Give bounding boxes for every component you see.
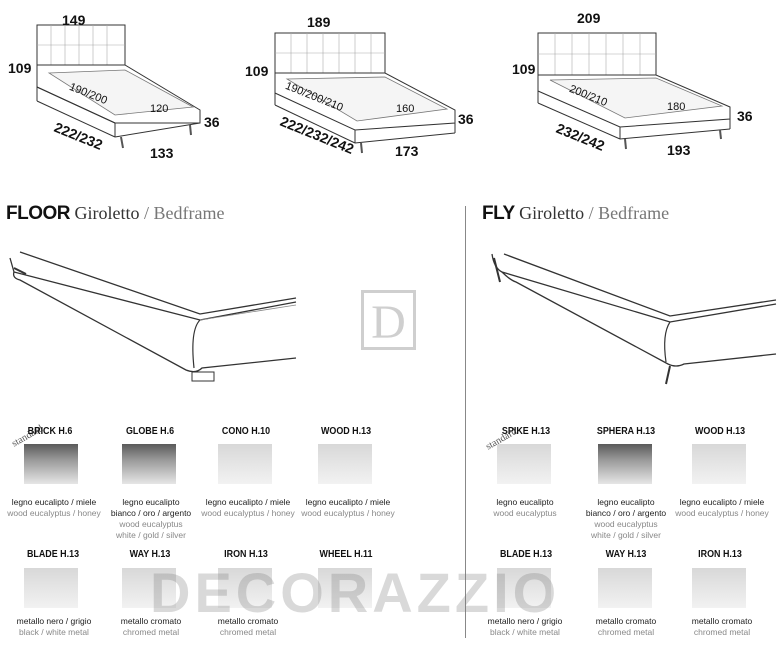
bed3-mattress-width: 180 — [667, 101, 686, 113]
foot-image-wood — [318, 444, 372, 484]
logo-watermark: D — [361, 290, 416, 350]
fly-foot-desc-it-2: bianco / oro / argento — [585, 508, 667, 518]
fly-foot-desc-it: metallo cromato — [691, 616, 753, 626]
fly-foot-desc-it: legno eucalipto — [496, 497, 554, 507]
brand-watermark: DECORAZZIO — [150, 561, 561, 624]
foot-image-blade — [24, 568, 78, 608]
bed1-mattress-width: 120 — [150, 103, 169, 115]
floor-title: FLOOR Giroletto / Bedframe — [6, 203, 224, 225]
fly-foot-desc-it: metallo nero / grigio — [487, 616, 563, 626]
bed2-mattress-width: 160 — [396, 103, 415, 115]
floor-slash: / — [144, 203, 150, 223]
foot-image-fly-blade — [497, 568, 551, 608]
floor-foot-name: WOOD H.13 — [320, 425, 372, 437]
fly-foot-desc-en-2: white / gold / silver — [591, 530, 661, 540]
floor-foot-desc-it: legno eucalipto / miele — [11, 497, 97, 507]
floor-it: Giroletto — [74, 203, 140, 223]
foot-image-fly-way — [598, 568, 652, 608]
foot-image-fly-iron — [692, 568, 746, 608]
bed1-height: 109 — [8, 60, 32, 76]
floor-foot-desc-it: legno eucalipto / miele — [205, 497, 291, 507]
floor-foot-desc-en: wood eucalyptus / honey — [201, 508, 295, 518]
fly-frame-sketch — [491, 253, 777, 385]
floor-foot-desc-en: black / white metal — [19, 627, 89, 637]
foot-image-brick — [24, 444, 78, 484]
bed-diagram-1 — [36, 24, 201, 149]
floor-frame-sketch — [9, 251, 297, 382]
fly-it: Giroletto — [519, 203, 585, 223]
foot-image-spike — [497, 444, 551, 484]
bed2-height: 109 — [245, 63, 269, 79]
fly-en: Bedframe — [598, 203, 670, 223]
foot-image-cono — [218, 444, 272, 484]
floor-foot-desc-it-2: bianco / oro / argento — [110, 508, 192, 518]
fly-foot-name: BLADE H.13 — [499, 548, 553, 560]
fly-foot-name: SPHERA H.13 — [596, 425, 656, 437]
fly-foot-name: WOOD H.13 — [694, 425, 746, 437]
bed2-depth-height: 36 — [458, 111, 474, 127]
floor-foot-desc-en: wood eucalyptus / honey — [301, 508, 395, 518]
section-divider — [465, 206, 466, 638]
floor-foot-desc-it: legno eucalipto — [122, 497, 180, 507]
foot-image-way — [122, 568, 176, 608]
floor-brand: FLOOR — [6, 203, 71, 224]
floor-foot-name: IRON H.13 — [224, 548, 268, 560]
foot-image-globe — [122, 444, 176, 484]
floor-foot-desc-it: legno eucalipto / miele — [305, 497, 391, 507]
floor-foot-name: WAY H.13 — [129, 548, 171, 560]
bed1-depth-height: 36 — [204, 114, 220, 130]
fly-foot-desc-en: wood eucalyptus — [594, 519, 658, 529]
floor-foot-name: BLADE H.13 — [26, 548, 80, 560]
bed1-base-width: 133 — [150, 145, 174, 161]
floor-foot-desc-it: metallo cromato — [120, 616, 182, 626]
floor-foot-name: CONO H.10 — [221, 425, 271, 437]
bed2-width-top: 189 — [307, 14, 331, 30]
fly-title: FLY Giroletto / Bedframe — [482, 203, 669, 225]
fly-foot-desc-en: chromed metal — [597, 627, 655, 637]
fly-foot-desc-en: chromed metal — [693, 627, 751, 637]
bed3-base-width: 193 — [667, 142, 691, 158]
floor-foot-name: GLOBE H.6 — [125, 425, 175, 437]
floor-foot-desc-en: wood eucalyptus / honey — [7, 508, 101, 518]
floor-foot-desc-it: metallo nero / grigio — [16, 616, 92, 626]
fly-foot-name: WAY H.13 — [605, 548, 647, 560]
foot-image-sphera — [598, 444, 652, 484]
floor-foot-name: BRICK H.6 — [27, 425, 73, 437]
foot-image-wheel — [318, 568, 372, 608]
floor-foot-desc-en-2: white / gold / silver — [116, 530, 186, 540]
fly-foot-name: IRON H.13 — [698, 548, 742, 560]
bed-diagram-2 — [274, 32, 456, 154]
fly-foot-desc-en: wood eucalyptus / honey — [675, 508, 769, 518]
fly-foot-desc-it: metallo cromato — [595, 616, 657, 626]
bed1-width-top: 149 — [62, 12, 86, 28]
floor-foot-desc-en: chromed metal — [219, 627, 277, 637]
floor-foot-desc-en: chromed metal — [122, 627, 180, 637]
bed2-base-width: 173 — [395, 143, 419, 159]
fly-foot-desc-en: black / white metal — [490, 627, 560, 637]
floor-foot-name: WHEEL H.11 — [319, 548, 373, 560]
floor-foot-desc-it: metallo cromato — [217, 616, 279, 626]
bed3-depth-height: 36 — [737, 108, 753, 124]
bed3-height: 109 — [512, 61, 536, 77]
floor-en: Bedframe — [153, 203, 225, 223]
fly-foot-name: SPIKE H.13 — [501, 425, 551, 437]
fly-slash: / — [588, 203, 594, 223]
fly-foot-desc-en: wood eucalyptus — [493, 508, 557, 518]
foot-image-iron — [218, 568, 272, 608]
bed3-width-top: 209 — [577, 10, 601, 26]
fly-foot-desc-it: legno eucalipto / miele — [679, 497, 765, 507]
fly-brand: FLY — [482, 203, 515, 224]
foot-image-fly-wood — [692, 444, 746, 484]
fly-foot-desc-it: legno eucalipto — [597, 497, 655, 507]
bed-diagram-3 — [537, 32, 731, 150]
floor-foot-desc-en: wood eucalyptus — [119, 519, 183, 529]
